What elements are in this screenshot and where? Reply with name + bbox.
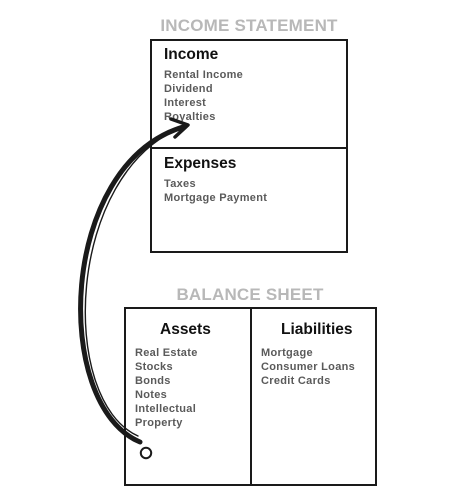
income-item: Interest xyxy=(164,97,207,109)
income-statement-box: Income Rental Income Dividend Interest R… xyxy=(150,39,348,253)
liabilities-item: Consumer Loans xyxy=(261,361,356,373)
arrowhead-icon xyxy=(169,117,190,139)
assets-item: Stocks xyxy=(135,361,173,373)
assets-item: Property xyxy=(135,417,183,429)
arrow-start-circle-icon xyxy=(139,446,153,460)
liabilities-item: Mortgage xyxy=(261,347,313,359)
income-statement-title: INCOME STATEMENT xyxy=(160,16,338,35)
liabilities-item: Credit Cards xyxy=(261,375,331,387)
arrow-shaft xyxy=(78,124,186,445)
income-heading: Income xyxy=(164,46,219,63)
expenses-item: Mortgage Payment xyxy=(164,192,268,204)
liabilities-heading: Liabilities xyxy=(281,321,353,338)
liabilities-item-list: Mortgage Consumer Loans Credit Cards xyxy=(261,346,355,388)
expenses-item: Taxes xyxy=(164,178,196,190)
income-item: Dividend xyxy=(164,83,213,95)
income-expenses-divider xyxy=(152,147,346,149)
expenses-item-list: Taxes Mortgage Payment xyxy=(164,177,267,205)
assets-item: Real Estate xyxy=(135,347,198,359)
expenses-heading: Expenses xyxy=(164,155,237,172)
arrow-shaft-edge xyxy=(84,126,184,437)
balance-sheet-title: BALANCE SHEET xyxy=(176,285,324,304)
assets-item: Notes xyxy=(135,389,168,401)
assets-liabilities-divider xyxy=(250,309,252,484)
assets-item: Bonds xyxy=(135,375,171,387)
assets-item-list: Real Estate Stocks Bonds Notes Intellect… xyxy=(135,346,198,430)
assets-heading: Assets xyxy=(160,321,211,338)
income-item: Rental Income xyxy=(164,69,244,81)
balance-sheet-box: Assets Real Estate Stocks Bonds Notes In… xyxy=(124,307,377,486)
assets-item: Intellectual xyxy=(135,403,197,415)
